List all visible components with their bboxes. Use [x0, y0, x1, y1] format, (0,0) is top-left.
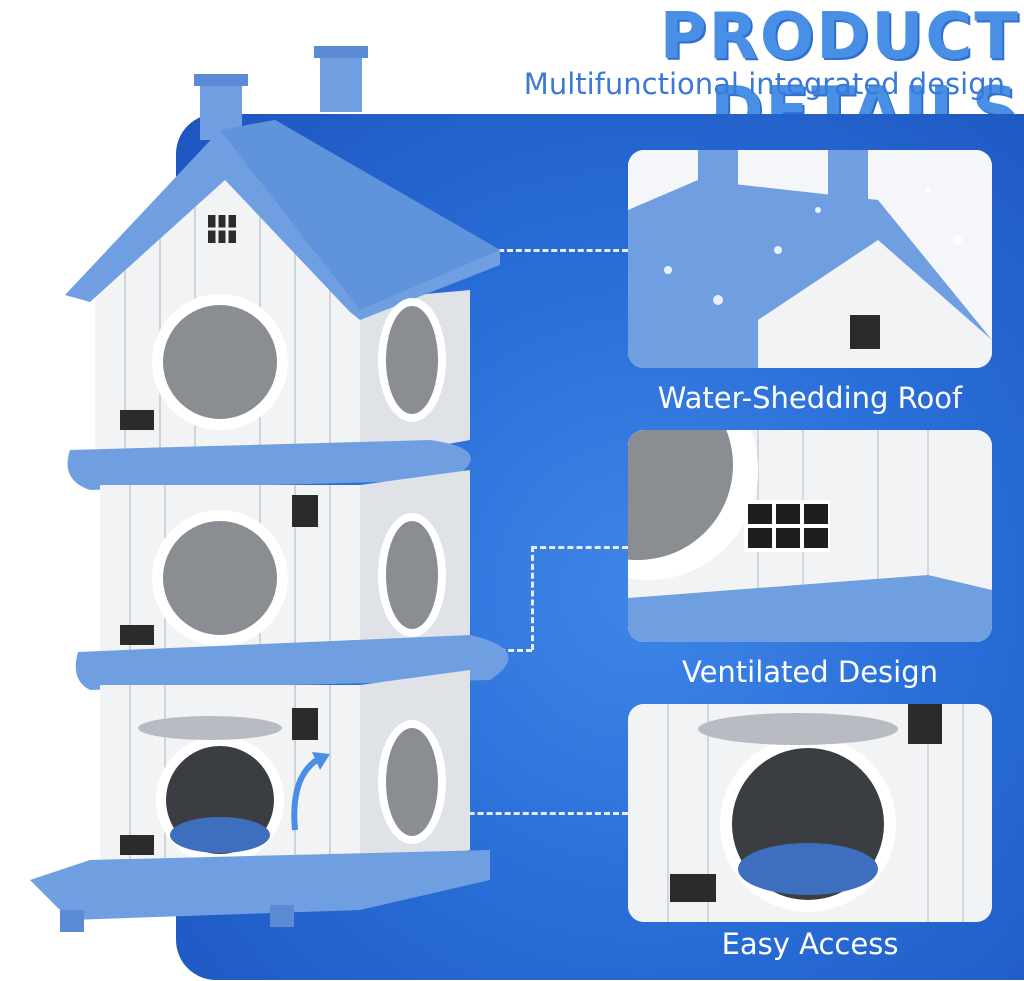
feature-caption-access: Easy Access: [721, 927, 899, 961]
roof-closeup-image: [628, 150, 992, 368]
chimney-right: [320, 50, 362, 112]
connector-line-vent-v: [531, 546, 534, 650]
page-title: PRODUCT DETAILS: [659, 0, 1020, 148]
open-arrow-icon: [291, 755, 322, 831]
detail-card-access: [628, 704, 992, 922]
detail-card-roof: [628, 150, 992, 368]
access-door-closeup-image: [628, 704, 992, 922]
connector-line-roof: [392, 249, 628, 252]
feature-caption-ventilation: Ventilated Design: [681, 655, 939, 689]
cat-house-illustration: [30, 46, 509, 932]
page-subtitle: Multifunctional integrated design: [523, 67, 1005, 101]
detail-card-ventilation: [628, 430, 992, 642]
connector-line-vent-h2: [531, 546, 628, 549]
feature-caption-roof: Water-Shedding Roof: [657, 381, 963, 415]
ventilation-closeup-image: [628, 430, 992, 642]
